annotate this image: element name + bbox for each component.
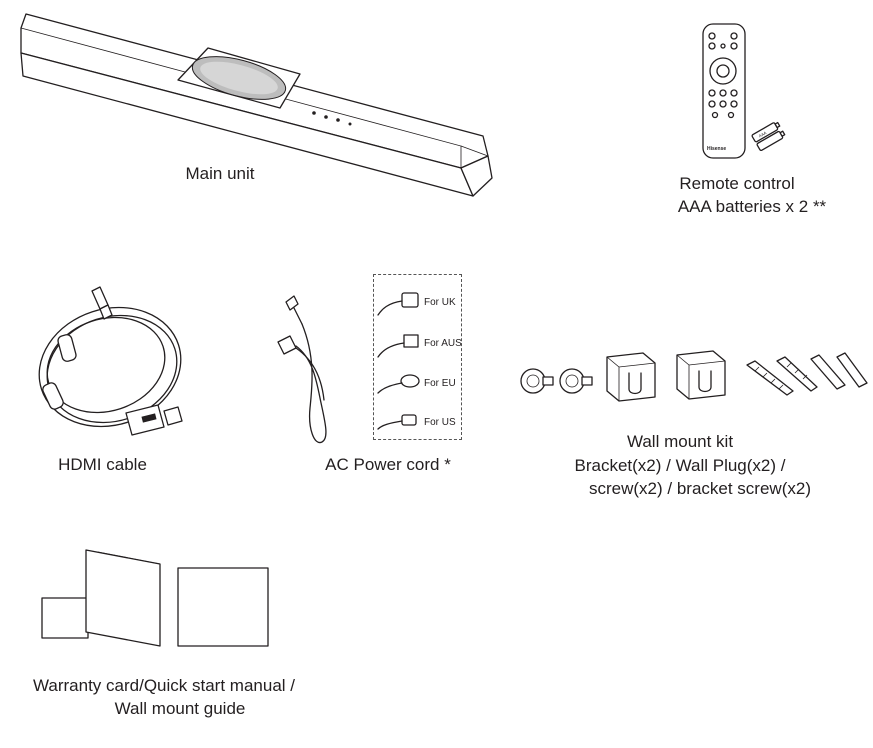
plug-label-uk: For UK: [424, 297, 456, 308]
wall-mount-caption-line2: Bracket(x2) / Wall Plug(x2) /: [574, 456, 786, 475]
plug-label-eu: For EU: [424, 378, 456, 389]
battery-label-text: AAA: [758, 130, 768, 138]
remote-brand-text: Hisense: [707, 146, 726, 152]
wall-mount-caption-line1: Wall mount kit: [626, 432, 734, 451]
plug-label-us: For US: [424, 417, 456, 428]
wall-mount-kit-illustration: [515, 345, 870, 405]
hdmi-cable-illustration: [30, 285, 190, 445]
plug-label-aus: For AUS: [424, 338, 462, 349]
power-cord-caption: AC Power cord *: [325, 455, 451, 474]
hdmi-cable-caption: HDMI cable: [58, 455, 147, 474]
documents-caption-line1: Warranty card/Quick start manual /: [32, 676, 295, 695]
power-cord-illustration: [272, 288, 352, 448]
soundbar-illustration: [18, 8, 493, 198]
wall-mount-caption-line3: screw(x2) / bracket screw(x2): [589, 479, 811, 498]
main-unit-caption: Main unit: [185, 164, 255, 183]
plug-options-box: For UK For AUS For EU For US: [373, 274, 462, 440]
remote-caption-line1: Remote control: [679, 174, 795, 193]
documents-illustration: [40, 548, 272, 648]
documents-caption-line2: Wall mount guide: [114, 699, 246, 718]
remote-control-illustration: Hisense AAA: [695, 22, 790, 162]
remote-caption-line2: AAA batteries x 2 **: [677, 197, 827, 216]
